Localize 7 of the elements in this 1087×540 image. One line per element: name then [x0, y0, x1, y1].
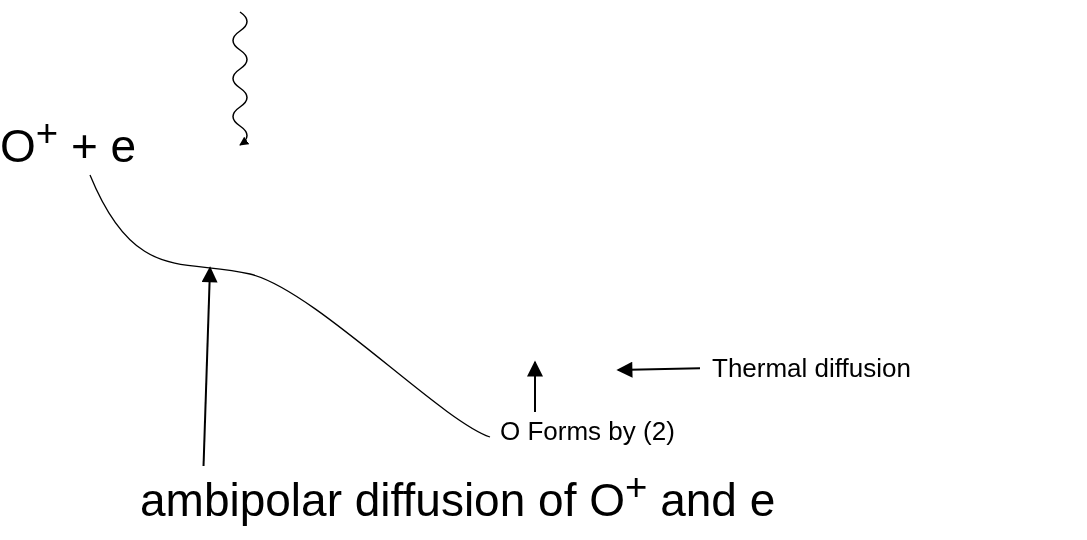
- annotation-text: O Forms by (2): [500, 417, 675, 446]
- formula-text: O$^{+}$ + e: [0, 112, 137, 172]
- leader-arrow: [201, 266, 218, 467]
- annotation-text: ambipolar diffusion of O$^{+}$ and e: [140, 466, 776, 526]
- arrow: [616, 361, 701, 378]
- arrow-label: Thermal diffusion: [712, 354, 911, 383]
- profile-curve: [89, 174, 491, 438]
